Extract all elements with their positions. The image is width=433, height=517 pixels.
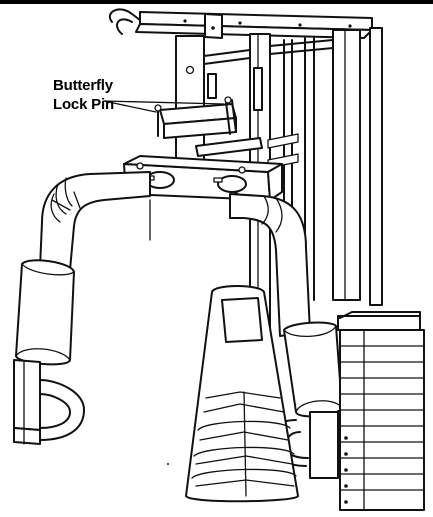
left-handle	[13, 359, 85, 445]
butterfly-lock-pin-callout: Butterfly Lock Pin	[53, 76, 114, 114]
left-arm-pad	[15, 259, 75, 366]
left-butterfly-arm	[39, 171, 151, 271]
butterfly-lock-pins	[154, 96, 237, 137]
right-arm-pad	[283, 321, 343, 418]
callout-leader-lines	[103, 100, 225, 113]
top-rule	[0, 0, 433, 4]
callout-line-2: Lock Pin	[53, 96, 114, 113]
back-pad	[185, 285, 299, 503]
callout-line-1: Butterfly	[53, 77, 113, 94]
weight-stack	[337, 311, 425, 511]
stray-dot	[167, 463, 169, 465]
